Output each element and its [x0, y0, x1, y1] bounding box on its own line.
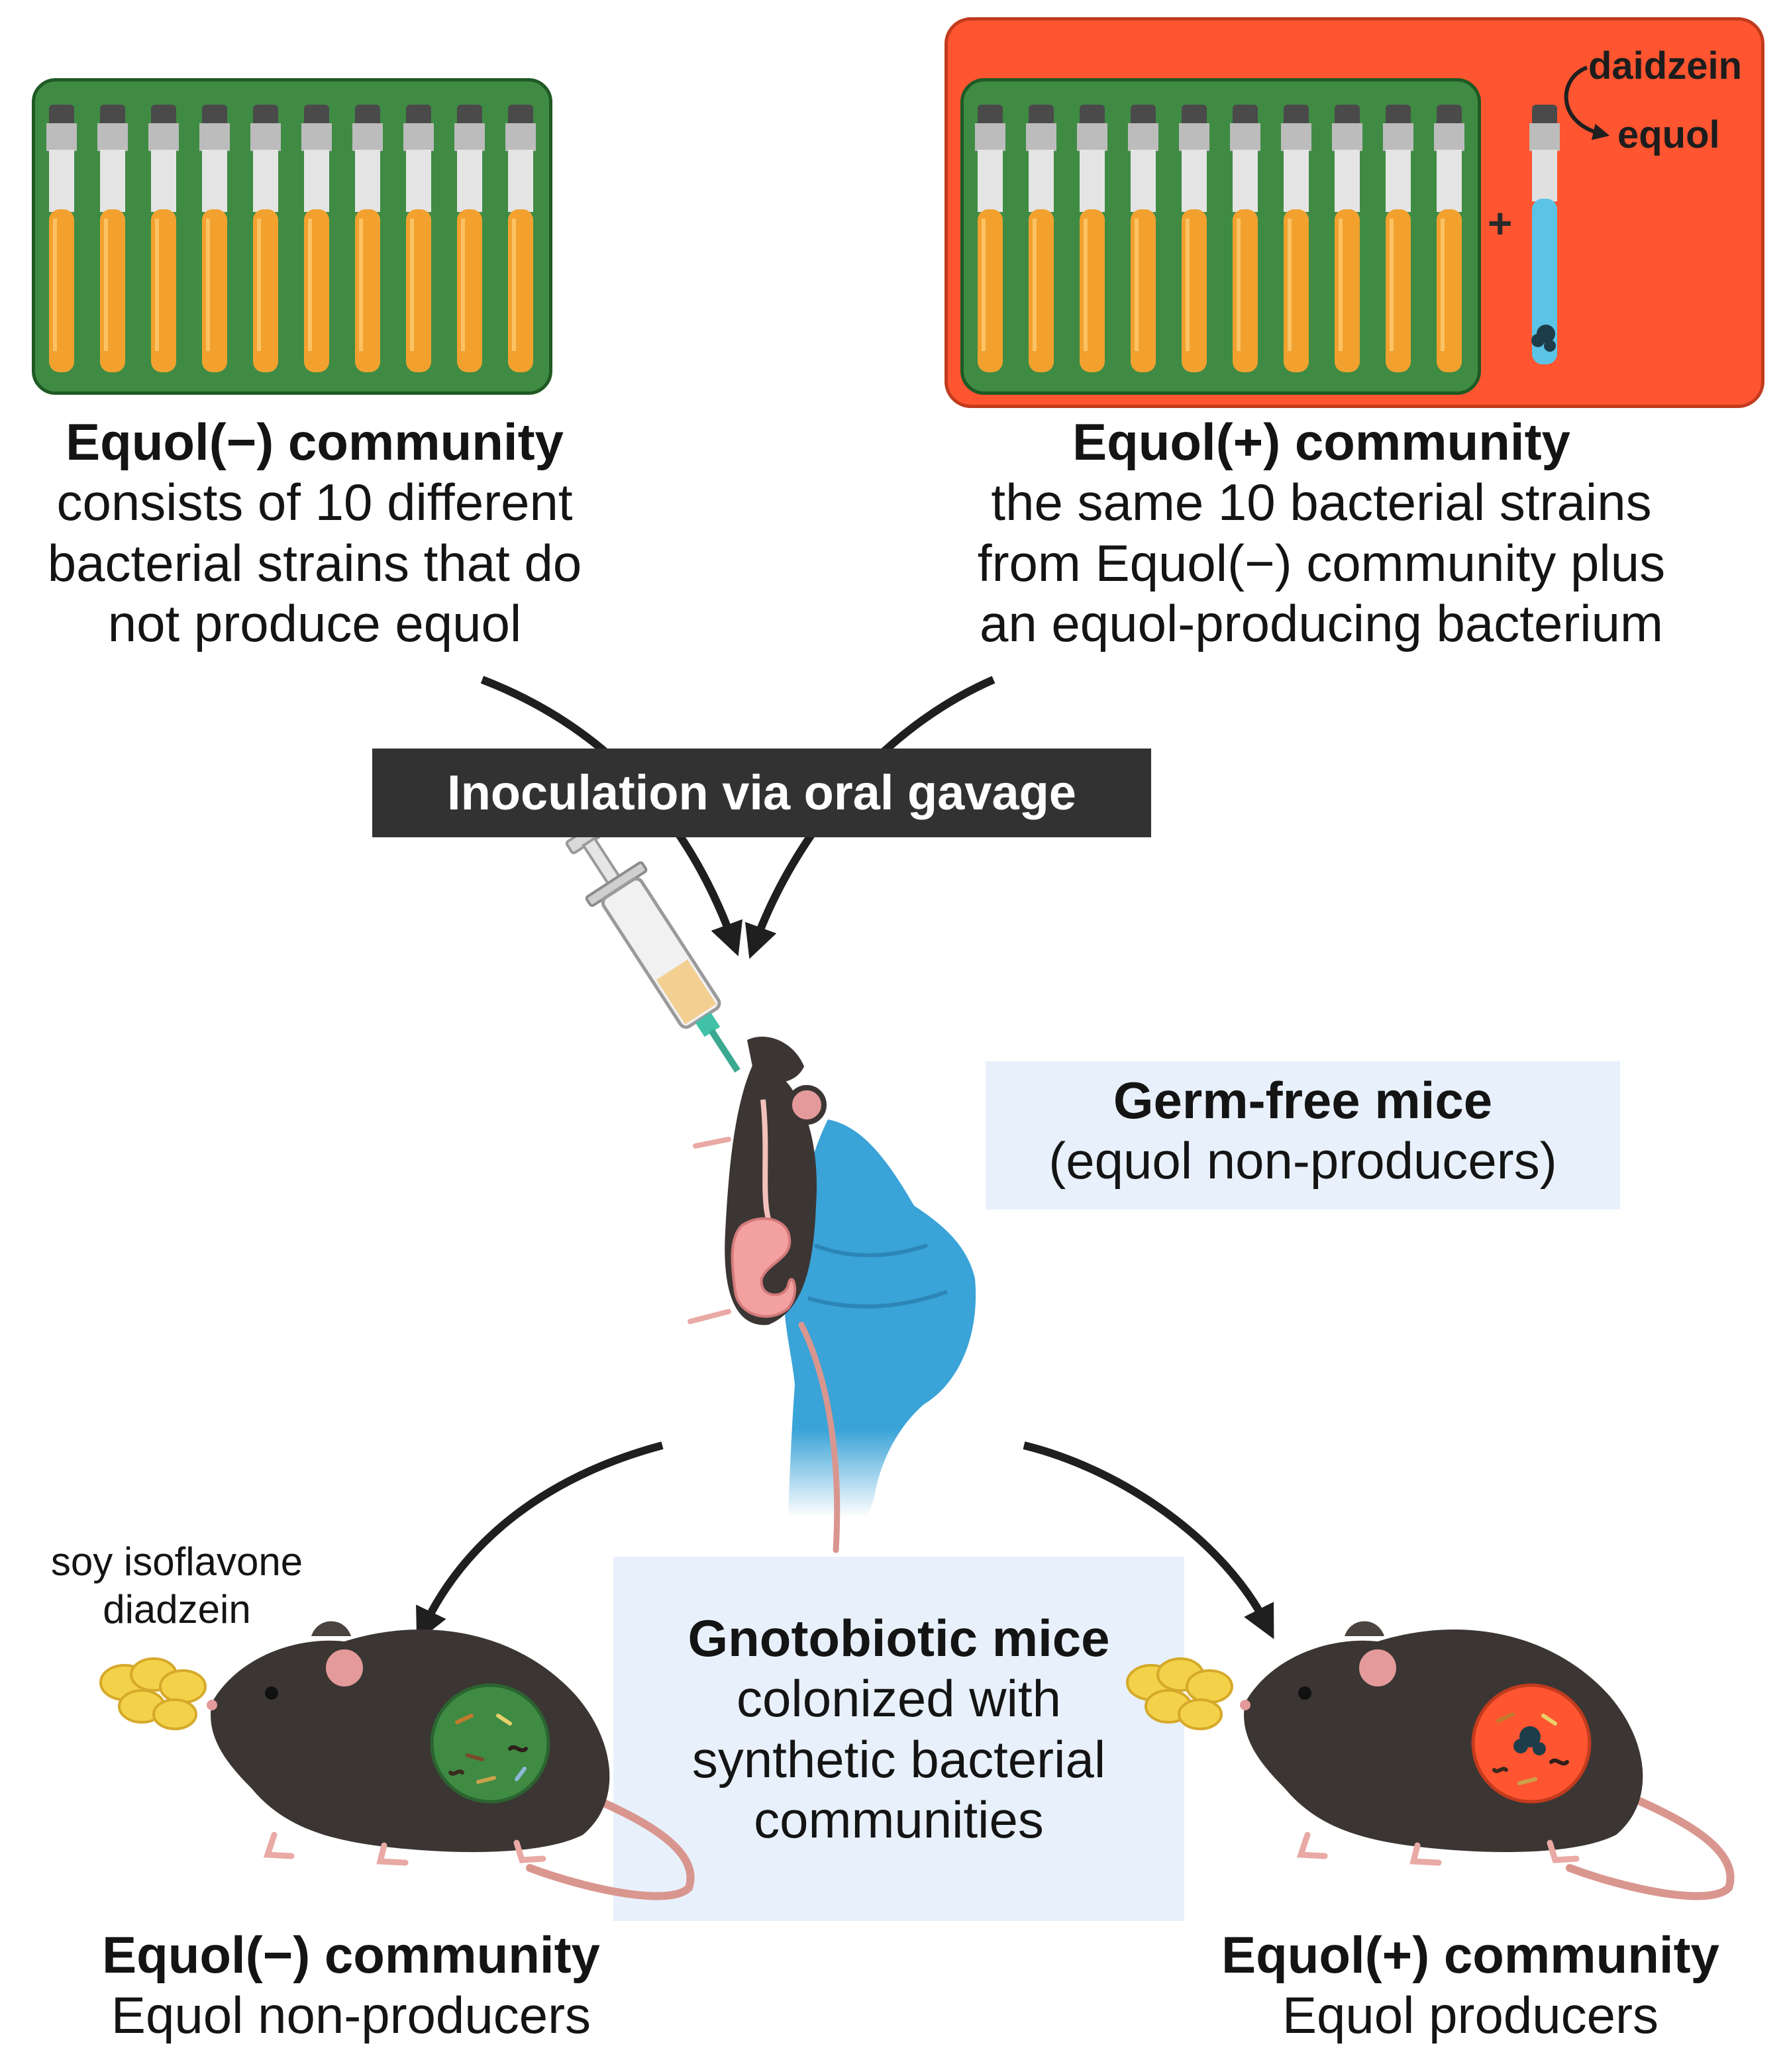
equol-plus-top-line-1: the same 10 bacterial strains: [991, 473, 1652, 532]
gnotobiotic-box: [613, 1557, 1184, 1921]
syringe-icon: [565, 821, 740, 1073]
equol-minus-top-label: Equol(−) community consists of 10 differ…: [0, 412, 629, 654]
germ-free-box: [986, 1061, 1620, 1210]
equol-producer-tube-icon: [1529, 105, 1560, 364]
plus-sign: +: [1488, 199, 1513, 247]
germ-free-label: Germ-free mice (equol non-producers): [986, 1070, 1620, 1192]
conversion-arrow: [1564, 66, 1610, 140]
held-mouse-icon: [688, 1036, 841, 1553]
equol-minus-bottom-subtitle: Equol non-producers: [111, 1986, 591, 2045]
equol-minus-top-line-2: bacterial strains that do: [47, 533, 582, 592]
soy-isoflavone-label: soy isoflavone diadzein: [13, 1538, 340, 1633]
gnotobiotic-line-3: communities: [754, 1790, 1044, 1849]
gnotobiotic-line-1: colonized with: [737, 1669, 1061, 1728]
equol-plus-bottom-label: Equol(+) community Equol producers: [1179, 1925, 1762, 2046]
equol-minus-top-line-3: not produce equol: [107, 594, 522, 652]
equol-plus-top-title: Equol(+) community: [1072, 413, 1570, 471]
gnotobiotic-label: Gnotobiotic mice colonized with syntheti…: [613, 1608, 1184, 1850]
soybean-icon-right: [1126, 1657, 1233, 1730]
inoculation-banner: Inoculation via oral gavage: [372, 749, 1151, 837]
equol-minus-mouse-icon: [207, 1621, 695, 1900]
germ-free-title: Germ-free mice: [1113, 1071, 1493, 1129]
gnotobiotic-title: Gnotobiotic mice: [688, 1609, 1110, 1667]
intestine-icon: [731, 1217, 797, 1318]
equol-plus-mouse-icon: [1240, 1621, 1735, 1900]
arrow-to-equol-minus-mouse: [416, 1441, 664, 1642]
equol-plus-top-line-3: an equol-producing bacterium: [980, 594, 1663, 652]
equol-minus-top-line-1: consists of 10 different: [56, 473, 573, 532]
soy-line-2: diadzein: [103, 1587, 251, 1632]
equol-product-label: equol: [1617, 113, 1720, 156]
arrow-to-equol-plus-mouse: [1023, 1441, 1274, 1639]
equol-plus-top-line-2: from Equol(−) community plus: [977, 533, 1666, 592]
equol-plus-bottom-title: Equol(+) community: [1221, 1926, 1719, 1984]
gnotobiotic-line-2: synthetic bacterial: [691, 1730, 1106, 1788]
germ-free-subtitle: (equol non-producers): [1048, 1131, 1557, 1190]
soy-line-1: soy isoflavone: [50, 1539, 303, 1584]
equol-plus-top-label: Equol(+) community the same 10 bacterial…: [914, 412, 1729, 654]
equol-minus-bottom-title: Equol(−) community: [102, 1926, 600, 1984]
soybean-icon-left: [99, 1657, 207, 1730]
daidzein-label: daidzein: [1588, 44, 1743, 87]
equol-minus-bottom-label: Equol(−) community Equol non-producers: [60, 1925, 642, 2046]
equol-minus-top-title: Equol(−) community: [66, 413, 564, 471]
equol-plus-bottom-subtitle: Equol producers: [1282, 1986, 1658, 2045]
gut-microbiome-icon-green: [430, 1683, 550, 1804]
